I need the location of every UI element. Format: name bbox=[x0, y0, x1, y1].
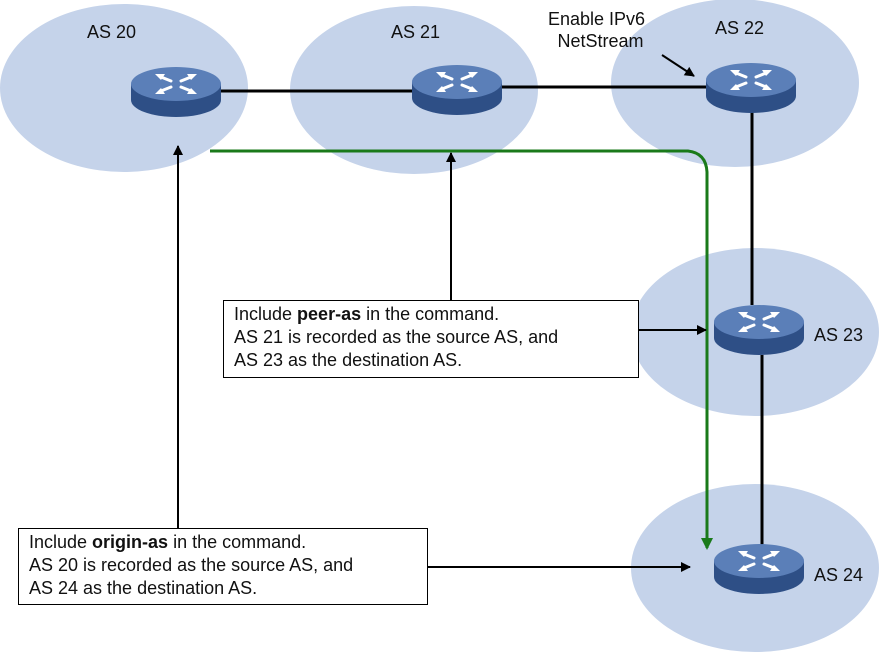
callout-origin-line2: AS 20 is recorded as the source AS, and bbox=[29, 555, 354, 575]
callout-peer-line3: AS 23 as the destination AS. bbox=[234, 350, 463, 370]
as-label-20: AS 20 bbox=[87, 22, 137, 42]
callout-origin-line1: Include origin-as in the command. bbox=[29, 531, 417, 554]
arrow-to-as22 bbox=[661, 54, 695, 77]
callout-peer-line1: Include peer-as in the command. bbox=[234, 303, 628, 326]
router-icon[interactable] bbox=[131, 66, 221, 119]
as-label-21: AS 21 bbox=[391, 22, 441, 42]
callout-peer-keyword: peer-as bbox=[297, 304, 362, 324]
callout-origin-suffix: in the command. bbox=[168, 532, 307, 552]
callout-peer-prefix: Include bbox=[234, 304, 298, 324]
as-label-22: AS 22 bbox=[715, 18, 765, 38]
router-icon[interactable] bbox=[714, 304, 804, 357]
as-zone-20 bbox=[0, 4, 248, 172]
as-label-23: AS 23 bbox=[814, 325, 864, 345]
traffic-flow-arrow bbox=[210, 149, 713, 550]
callout-origin-keyword: origin-as bbox=[92, 532, 169, 552]
callout-peer-as: Include peer-as in the command. AS 21 is… bbox=[223, 300, 639, 378]
as-label-24: AS 24 bbox=[814, 565, 864, 585]
router-icon[interactable] bbox=[714, 543, 804, 596]
enable-note-line1: Enable IPv6 bbox=[548, 9, 646, 29]
enable-note-line2: NetStream bbox=[557, 31, 644, 51]
callout-peer-line2: AS 21 is recorded as the source AS, and bbox=[234, 327, 559, 347]
callout-origin-line3: AS 24 as the destination AS. bbox=[29, 578, 258, 598]
router-icon[interactable] bbox=[412, 64, 502, 117]
callout-origin-prefix: Include bbox=[29, 532, 93, 552]
callout-origin-as: Include origin-as in the command. AS 20 … bbox=[18, 528, 428, 605]
router-icon[interactable] bbox=[706, 62, 796, 115]
enable-netstream-note: Enable IPv6 NetStream bbox=[548, 8, 645, 52]
callout-peer-suffix: in the command. bbox=[361, 304, 500, 324]
